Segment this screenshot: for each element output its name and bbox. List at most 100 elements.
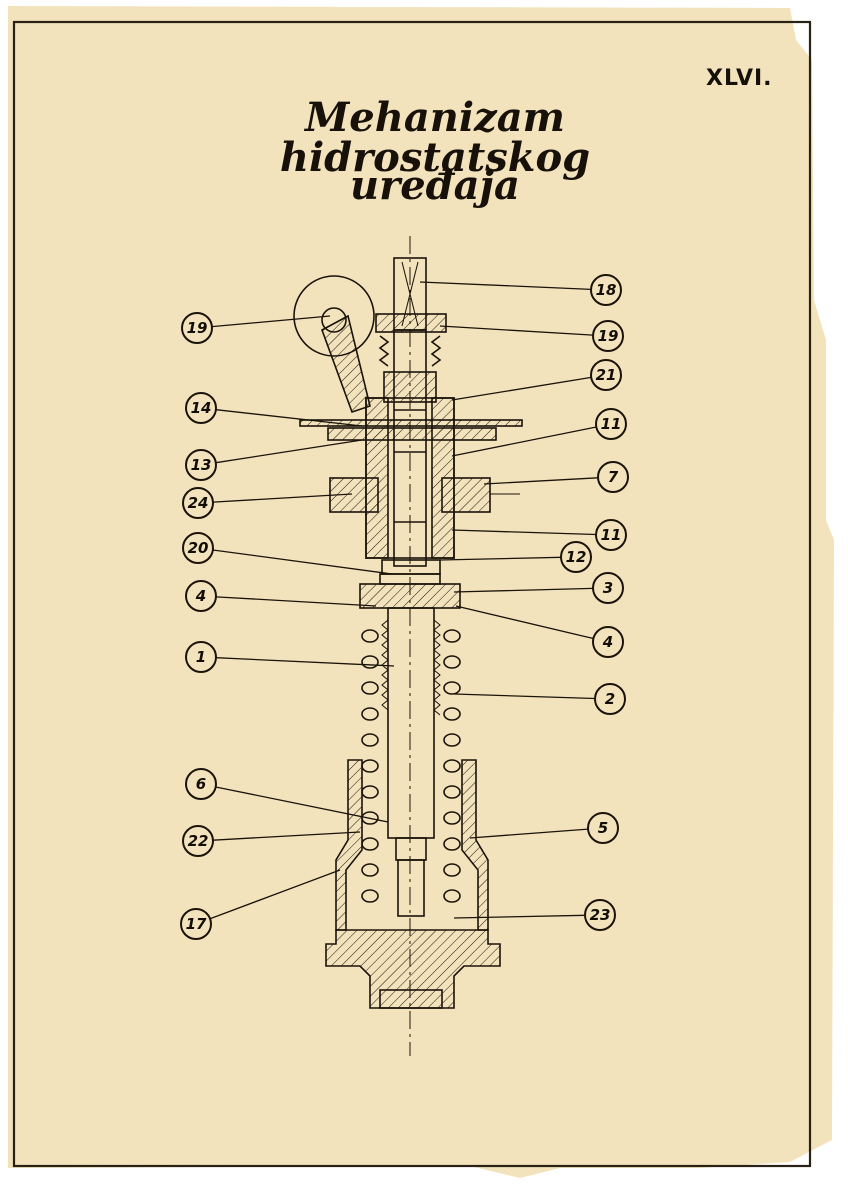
callout-circle <box>185 768 217 800</box>
leader-line <box>209 869 341 920</box>
callout-label: 11 <box>601 415 622 433</box>
mounting-flange <box>327 427 497 441</box>
leader-line <box>483 477 599 485</box>
central-rod <box>387 607 435 839</box>
callout-circle <box>185 392 217 424</box>
collar <box>381 559 441 575</box>
leader-line <box>211 315 331 328</box>
border-frame <box>12 20 812 1168</box>
callout-label: 20 <box>188 539 209 557</box>
callout-label: 12 <box>566 548 587 566</box>
leader-line <box>451 426 597 457</box>
callout-label: 19 <box>187 319 208 337</box>
callout-right-3: 3 <box>453 572 624 604</box>
callout-left-13: 13 <box>185 439 363 481</box>
callout-label: 24 <box>188 494 209 512</box>
callout-circle <box>185 449 217 481</box>
callout-circle <box>594 683 626 715</box>
inner-spindle <box>393 329 427 567</box>
callout-label: 22 <box>188 832 209 850</box>
spring-seat <box>359 583 461 609</box>
leader-line <box>215 409 363 427</box>
callout-circle <box>590 274 622 306</box>
callout-label: 4 <box>195 587 206 605</box>
leader-line <box>212 493 353 503</box>
upper-spring <box>378 335 442 367</box>
callout-right-11: 11 <box>451 408 627 457</box>
callout-circle <box>595 408 627 440</box>
leader-line <box>215 596 377 607</box>
callout-circle <box>592 626 624 658</box>
callout-circle <box>592 320 624 352</box>
leader-line <box>439 325 594 336</box>
leader-line <box>455 605 594 640</box>
callout-right-4: 4 <box>455 605 624 658</box>
leader-line <box>215 657 395 667</box>
callout-label: 6 <box>196 775 206 793</box>
leader-line <box>215 786 389 823</box>
leader-line <box>453 914 586 919</box>
callout-label: 17 <box>186 915 207 933</box>
callout-label: 2 <box>605 690 615 708</box>
callout-label: 21 <box>596 366 617 384</box>
callout-right-18: 18 <box>419 274 622 306</box>
callout-label: 13 <box>191 456 212 474</box>
callout-left-6: 6 <box>185 768 389 823</box>
leader-line <box>215 439 363 464</box>
callout-right-23: 23 <box>453 899 616 931</box>
upper-housing <box>383 371 437 403</box>
callout-left-24: 24 <box>182 487 353 519</box>
callout-circle <box>587 812 619 844</box>
callout-right-12: 12 <box>439 541 592 573</box>
base-foot <box>379 989 443 1009</box>
callout-label: 18 <box>596 281 617 299</box>
base-block <box>325 929 501 1009</box>
callout-label: 14 <box>191 399 212 417</box>
callout-left-20: 20 <box>182 532 393 575</box>
lower-pin <box>397 859 425 917</box>
lever-arm <box>321 314 371 414</box>
plate-number: XLVI. <box>706 66 773 91</box>
callout-left-19: 19 <box>181 312 331 344</box>
callout-right-11: 11 <box>451 519 627 551</box>
callout-circle <box>185 580 217 612</box>
callout-circle <box>595 519 627 551</box>
callout-circle <box>592 572 624 604</box>
title-line-1: Mehanizam hidrostatskog <box>279 94 591 181</box>
callout-label: 23 <box>590 906 611 924</box>
leader-line <box>453 693 596 700</box>
callout-right-2: 2 <box>453 683 626 715</box>
callout-left-14: 14 <box>185 392 363 427</box>
leader-line <box>469 828 589 839</box>
callout-label: 11 <box>601 526 622 544</box>
callout-label: 7 <box>608 468 619 486</box>
right-port <box>441 477 491 513</box>
callout-circle <box>181 312 213 344</box>
leader-line <box>453 587 594 593</box>
callout-circle <box>185 641 217 673</box>
callout-label: 19 <box>598 327 619 345</box>
callout-label: 3 <box>603 579 613 597</box>
callout-circle <box>560 541 592 573</box>
lower-housing-left <box>335 759 363 931</box>
leader-line <box>212 549 393 575</box>
callout-circle <box>182 487 214 519</box>
leader-line <box>439 556 562 561</box>
callout-circle <box>182 825 214 857</box>
washer-plate <box>299 419 523 427</box>
callout-left-22: 22 <box>182 825 361 857</box>
callout-circle <box>180 908 212 940</box>
coupling <box>395 837 427 861</box>
callout-left-17: 17 <box>180 869 341 940</box>
callout-right-19: 19 <box>439 320 624 352</box>
upper-cap <box>375 313 447 333</box>
callout-circle <box>597 461 629 493</box>
leader-line <box>419 281 592 291</box>
title-line-2: uređaja <box>350 162 520 209</box>
callout-right-21: 21 <box>451 359 622 401</box>
callout-right-7: 7 <box>483 461 629 493</box>
